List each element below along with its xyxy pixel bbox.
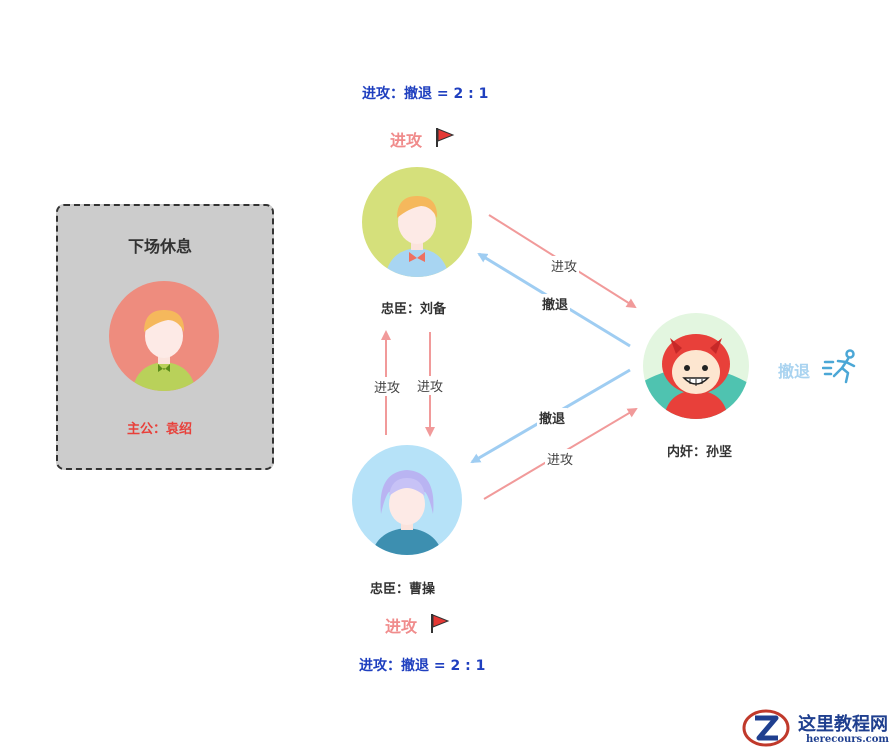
red-flag-icon xyxy=(431,614,450,633)
traitor-action-label: 撤退 xyxy=(778,362,811,381)
running-person-icon xyxy=(822,349,856,384)
avatar-liubei xyxy=(362,167,472,277)
edge-label-bottom-to-top: 进攻 xyxy=(372,377,403,396)
top-ratio: 进攻：撤退 = 2 : 1 xyxy=(362,86,489,102)
avatar-sunjian xyxy=(643,313,749,419)
edge-label-bottom-to-traitor: 进攻 xyxy=(545,449,576,468)
edge-label-top-to-bottom: 进攻 xyxy=(415,376,446,395)
avatar-yuanshao xyxy=(109,281,219,391)
lord-name: 主公：袁绍 xyxy=(127,422,193,437)
traitor-name: 内奸：孙坚 xyxy=(667,445,733,460)
edge-label-traitor-to-bottom: 撤退 xyxy=(537,408,568,427)
bottom-action-label: 进攻 xyxy=(385,617,418,636)
top-player-name: 忠臣：刘备 xyxy=(381,302,447,317)
watermark-logo-icon xyxy=(742,709,790,747)
bottom-ratio: 进攻：撤退 = 2 : 1 xyxy=(359,658,486,674)
bottom-player-name: 忠臣：曹操 xyxy=(370,582,436,597)
top-action-label: 进攻 xyxy=(390,131,423,150)
red-flag-icon xyxy=(436,128,455,147)
edge-label-traitor-to-top: 撤退 xyxy=(540,294,571,313)
edge-label-top-to-traitor: 进攻 xyxy=(549,256,580,275)
watermark-name: 这里教程网 xyxy=(798,714,888,735)
avatar-caocao xyxy=(352,445,462,555)
bench-title: 下场休息 xyxy=(128,237,193,256)
watermark-url: herecours.com xyxy=(806,734,889,745)
